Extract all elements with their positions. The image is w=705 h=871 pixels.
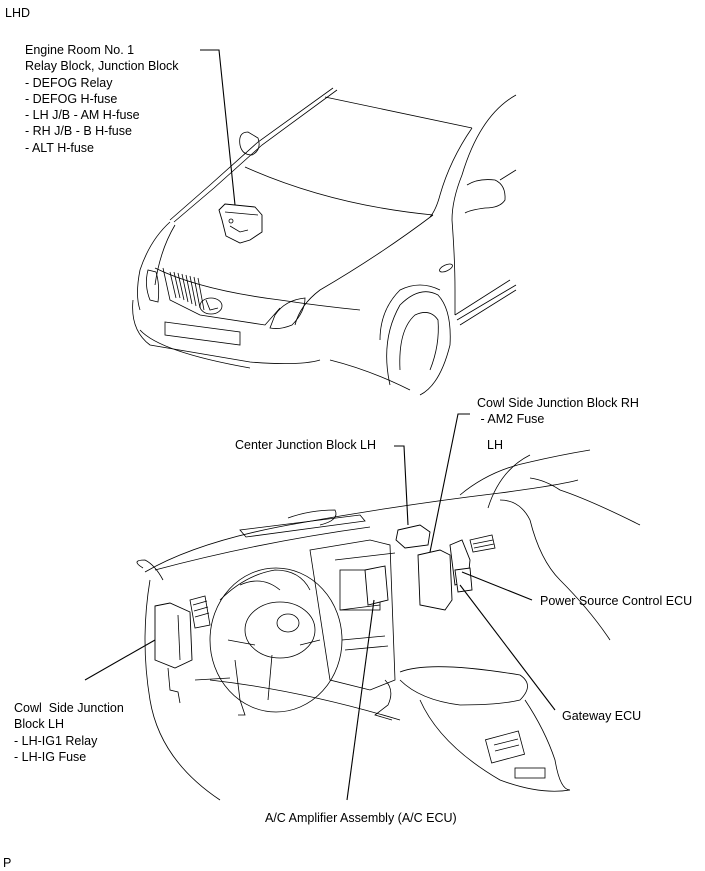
callout-gateway-ecu: Gateway ECU <box>562 709 642 723</box>
callout-center-junction-block-lh: Center Junction Block LH <box>235 438 377 452</box>
leader-line-cowl-lh <box>84 639 156 681</box>
callout-ac-amplifier-assembly: A/C Amplifier Assembly (A/C ECU) <box>265 811 457 825</box>
callout-item: - LH-IG1 Relay <box>14 733 98 748</box>
center-junction-block-lh <box>395 524 431 549</box>
callout-item: - AM2 Fuse <box>477 412 545 427</box>
cowl-side-junction-block-rh <box>417 549 453 611</box>
ac-amplifier-assembly <box>364 565 389 606</box>
callout-item: - RH J/B - B H-fuse <box>25 124 132 139</box>
engine-room-relay-block <box>218 203 263 244</box>
callout-title: Cowl Side Junction Block RH <box>477 396 639 410</box>
vehicle-exterior-drawing <box>132 87 517 396</box>
callout-title-line: Relay Block, Junction Block <box>25 59 179 74</box>
drive-side-label: LHD <box>5 6 31 20</box>
callout-title-line: Block LH <box>14 717 65 732</box>
leader-line-gateway <box>459 584 556 711</box>
callout-power-source-control-ecu: Power Source Control ECU <box>540 594 693 608</box>
callout-engine-room-relay-block: Engine Room No. 1 Relay Block, Junction … <box>25 42 179 156</box>
callout-item: - ALT H-fuse <box>25 140 95 155</box>
callout-item: - DEFOG Relay <box>25 75 113 90</box>
callout-item: - LH J/B - AM H-fuse <box>25 108 140 123</box>
leader-line-engine-room <box>200 49 236 206</box>
callout-cowl-side-junction-block-rh: Cowl Side Junction Block RH - AM2 Fuse <box>477 395 639 428</box>
figure-code: P <box>3 856 12 870</box>
callout-item: - DEFOG H-fuse <box>25 91 118 106</box>
callout-title-line: Cowl Side Junction <box>14 701 124 715</box>
gateway-ecu <box>454 567 473 593</box>
callout-title-line: Engine Room No. 1 <box>25 43 135 57</box>
callout-item: - LH-IG Fuse <box>14 749 87 764</box>
leader-line-cowl-rh <box>429 413 470 553</box>
cowl-side-junction-block-lh <box>154 602 193 669</box>
leader-line-center-jb <box>394 445 409 526</box>
vehicle-interior-drawing <box>136 449 641 801</box>
leader-line-ac-amp <box>346 599 375 801</box>
leader-line-power-source <box>461 571 533 601</box>
callout-cowl-side-junction-block-lh: Cowl Side Junction Block LH - LH-IG1 Rel… <box>14 700 124 765</box>
lh-marker-label: LH <box>487 438 503 452</box>
